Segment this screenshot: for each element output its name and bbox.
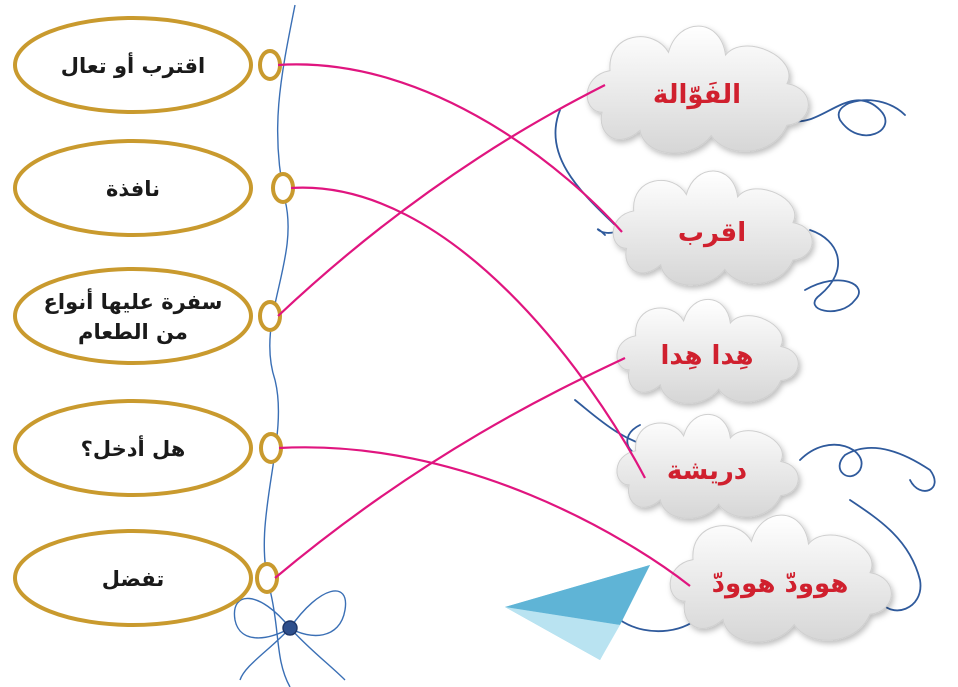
ring-connector-icon[interactable] — [259, 432, 283, 464]
match-line — [277, 84, 606, 317]
cloud-shape — [586, 25, 809, 154]
cloud-shape — [616, 298, 799, 404]
hanging-string — [263, 4, 296, 687]
match-line — [290, 186, 646, 479]
cloud-shape — [616, 413, 799, 519]
match-line — [274, 357, 626, 579]
cloud-string-decoration — [554, 99, 936, 633]
phrase-option[interactable]: نافذة — [13, 139, 295, 237]
phrase-option[interactable]: اقترب أو تعال — [13, 16, 282, 114]
word-cloud[interactable]: دريشة — [616, 413, 799, 519]
phrase-ellipse — [13, 399, 253, 497]
phrase-text: سفرة عليها أنواع — [44, 287, 223, 314]
phrase-text: هل أدخل؟ — [81, 434, 186, 461]
ring-connector-icon[interactable] — [258, 300, 282, 332]
word-cloud[interactable]: هوودّ هوودّ — [669, 514, 892, 643]
cloud-word-text: هِدا هِدا — [661, 341, 754, 371]
right-words: الفَوّالة اقرب هِدا هِدا دريشة هوودّ هوودّ — [586, 25, 892, 643]
ribbon-bow-icon — [233, 590, 347, 681]
paper-plane-icon — [505, 565, 650, 660]
cloud-shape — [612, 170, 813, 286]
phrase-ellipse — [13, 529, 253, 627]
word-cloud[interactable]: الفَوّالة — [586, 25, 809, 154]
cloud-word-text: هوودّ هوودّ — [712, 569, 849, 599]
phrase-text: نافذة — [106, 177, 160, 201]
phrase-ellipse — [13, 267, 253, 365]
ring-connector-icon[interactable] — [258, 49, 282, 81]
match-line — [278, 446, 691, 587]
cloud-word-text: الفَوّالة — [653, 80, 741, 110]
word-cloud[interactable]: اقرب — [612, 170, 813, 286]
cloud-word-text: اقرب — [678, 218, 746, 248]
phrase-option[interactable]: سفرة عليها أنواع من الطعام — [13, 267, 282, 365]
phrase-text: تفضل — [102, 567, 164, 591]
cloud-word-text: دريشة — [667, 456, 747, 486]
match-lines — [274, 63, 691, 587]
ring-connector-icon[interactable] — [255, 562, 279, 594]
word-cloud[interactable]: هِدا هِدا — [616, 298, 799, 404]
left-phrases: اقترب أو تعال نافذة سفرة عليها أنواع من الط… — [13, 16, 295, 627]
phrase-option[interactable]: تفضل — [13, 529, 279, 627]
phrase-ellipse — [13, 16, 253, 114]
match-line — [277, 63, 623, 233]
phrase-ellipse — [13, 139, 253, 237]
phrase-text: اقترب أو تعال — [61, 51, 205, 78]
ring-connector-icon[interactable] — [271, 172, 295, 204]
phrase-text: من الطعام — [78, 320, 188, 344]
phrase-option[interactable]: هل أدخل؟ — [13, 399, 283, 497]
cloud-shape — [669, 514, 892, 643]
